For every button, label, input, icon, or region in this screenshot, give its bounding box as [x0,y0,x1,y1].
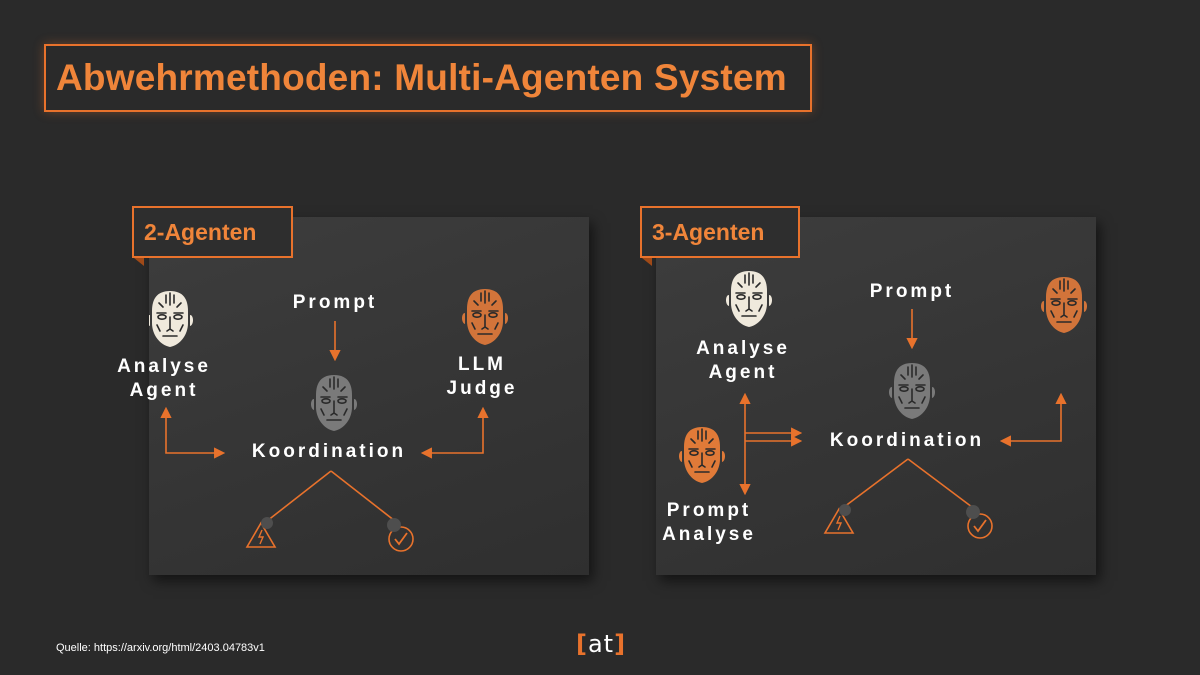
label-prompt-analyse: Prompt Analyse [662,500,756,545]
panel-2-agenten: Analyse Agent Prompt LLM Judge Koordinat… [117,217,589,575]
label-koordination: Koordination [251,441,407,462]
diagram-2-agenten [149,288,509,552]
diagram-3-agenten [678,270,1088,539]
arrow-agent-koordination [999,392,1067,447]
arrow-judge-koordination [420,406,489,459]
koordination-face-icon [888,362,936,420]
line-to-check [907,458,973,508]
line-to-check [330,470,396,522]
line-to-warning [843,458,909,508]
prompt-analyse-face-icon [678,426,726,484]
warning-icon [245,517,277,548]
title-box: Abwehrmethoden: Multi-Agenten System [44,44,812,112]
at-logo: [at] [576,630,627,658]
tag-2-agenten: 2-Agenten [132,206,293,258]
check-circle-icon [387,518,414,552]
analyse-agent-face-icon [725,270,773,328]
third-agent-face-icon [1040,276,1088,334]
arrow-analyse-koordination [160,406,226,459]
warning-icon [823,504,855,534]
panel-3-agenten: Analyse Agent Prompt Koordination Prompt… [656,217,1096,575]
source-citation: Quelle: https://arxiv.org/html/2403.0478… [56,642,265,654]
label-llm-judge: LLM Judge [446,354,518,399]
label-prompt: Prompt [869,281,955,302]
tag-fold-2 [134,258,144,266]
label-analyse-agent: Analyse Agent [117,356,211,401]
llm-judge-face-icon [461,288,509,346]
check-circle-icon [966,505,993,539]
label-analyse-agent: Analyse Agent [696,338,790,383]
page-title: Abwehrmethoden: Multi-Agenten System [56,57,787,98]
label-koordination: Koordination [829,430,985,451]
analyse-agent-face-icon [149,290,194,348]
line-to-warning [266,470,332,522]
koordination-face-icon [310,374,358,432]
tag-3-agenten: 3-Agenten [640,206,800,258]
label-prompt: Prompt [292,292,378,313]
tag-fold-3 [642,258,652,266]
